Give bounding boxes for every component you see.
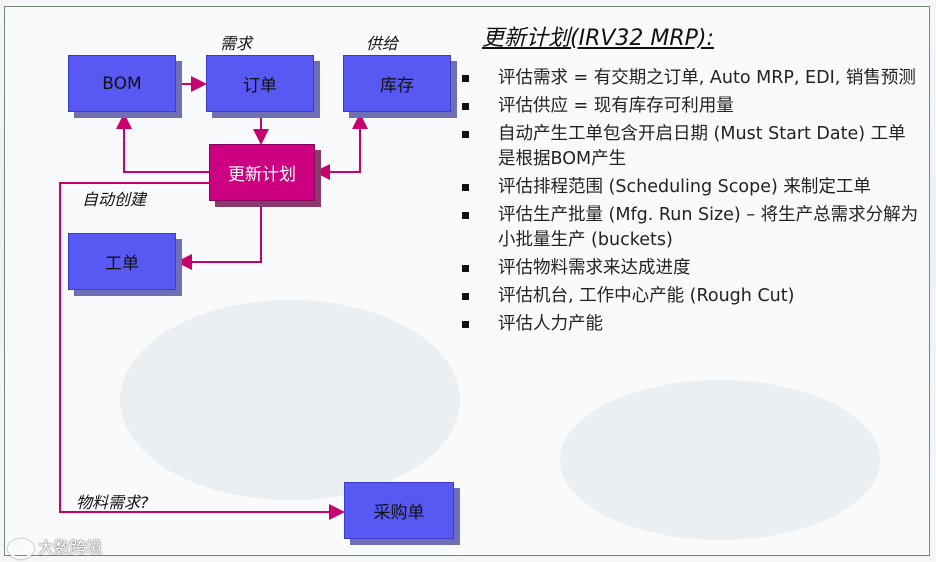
bom-label: BOM xyxy=(102,73,142,94)
arrow-update-to-stock xyxy=(316,113,368,173)
list-item: 评估人力产能 xyxy=(460,312,920,337)
bullet-icon xyxy=(462,75,469,82)
bullet-text: 评估物料需求来达成进度 xyxy=(498,258,691,278)
bullet-icon xyxy=(462,265,469,272)
bom-box: BOM xyxy=(68,55,176,112)
watermark-text: 大数跨境 xyxy=(38,538,103,557)
bullet-text: 评估人力产能 xyxy=(498,314,603,334)
material-demand-label: 物料需求? xyxy=(76,493,149,512)
purchase-order-label: 采购单 xyxy=(373,503,425,523)
bullet-icon xyxy=(462,212,469,219)
list-item: 评估物料需求来达成进度 xyxy=(460,256,920,281)
list-item: 评估供应 = 现有库存可利用量 xyxy=(460,94,920,119)
bullet-icon xyxy=(462,184,469,191)
demand-label: 需求 xyxy=(220,34,253,53)
arrow-update-to-bom xyxy=(116,113,209,173)
watermark-logo-icon xyxy=(8,538,34,559)
watermark: 大数跨境 xyxy=(8,534,102,559)
bullet-text: 评估需求 = 有交期之订单, Auto MRP, EDI, 销售预测 xyxy=(498,68,916,88)
arrow-update-to-purchase xyxy=(59,182,345,520)
background-decoration xyxy=(120,300,460,500)
list-item: 评估需求 = 有交期之订单, Auto MRP, EDI, 销售预测 xyxy=(460,66,920,91)
update-plan-box: 更新计划 xyxy=(209,144,315,201)
bullet-icon xyxy=(462,131,469,138)
bullet-text: 评估供应 = 现有库存可利用量 xyxy=(498,96,734,116)
work-order-box: 工单 xyxy=(68,233,176,290)
slide-title: 更新计划(IRV32 MRP): xyxy=(482,26,714,51)
list-item: 评估排程范围 (Scheduling Scope) 来制定工单 xyxy=(460,175,920,200)
list-item: 评估生产批量 (Mfg. Run Size) – 将生产总需求分解为小批量生产 … xyxy=(460,203,920,253)
purchase-order-box: 采购单 xyxy=(344,482,454,539)
bullet-icon xyxy=(462,293,469,300)
bullet-list: 评估需求 = 有交期之订单, Auto MRP, EDI, 销售预测 评估供应 … xyxy=(460,66,920,340)
supply-label: 供给 xyxy=(366,34,399,53)
order-label: 订单 xyxy=(243,76,277,96)
bullet-icon xyxy=(462,103,469,110)
stock-label: 库存 xyxy=(380,76,414,96)
arrow-update-to-workorder xyxy=(176,202,262,270)
bullet-text: 评估排程范围 (Scheduling Scope) 来制定工单 xyxy=(498,177,871,197)
bullet-text: 评估机台, 工作中心产能 (Rough Cut) xyxy=(498,286,795,306)
bullet-icon xyxy=(462,321,469,328)
bullet-text: 评估生产批量 (Mfg. Run Size) – 将生产总需求分解为小批量生产 … xyxy=(498,205,919,250)
stock-box: 库存 xyxy=(343,55,451,112)
list-item: 自动产生工单包含开启日期 (Must Start Date) 工单是根据BOM产… xyxy=(460,122,920,172)
work-order-label: 工单 xyxy=(105,254,139,274)
auto-create-label: 自动创建 xyxy=(82,190,147,209)
update-plan-label: 更新计划 xyxy=(228,165,296,185)
list-item: 评估机台, 工作中心产能 (Rough Cut) xyxy=(460,284,920,309)
background-decoration xyxy=(560,380,880,540)
order-box: 订单 xyxy=(206,55,314,112)
bullet-text: 自动产生工单包含开启日期 (Must Start Date) 工单是根据BOM产… xyxy=(498,124,906,169)
